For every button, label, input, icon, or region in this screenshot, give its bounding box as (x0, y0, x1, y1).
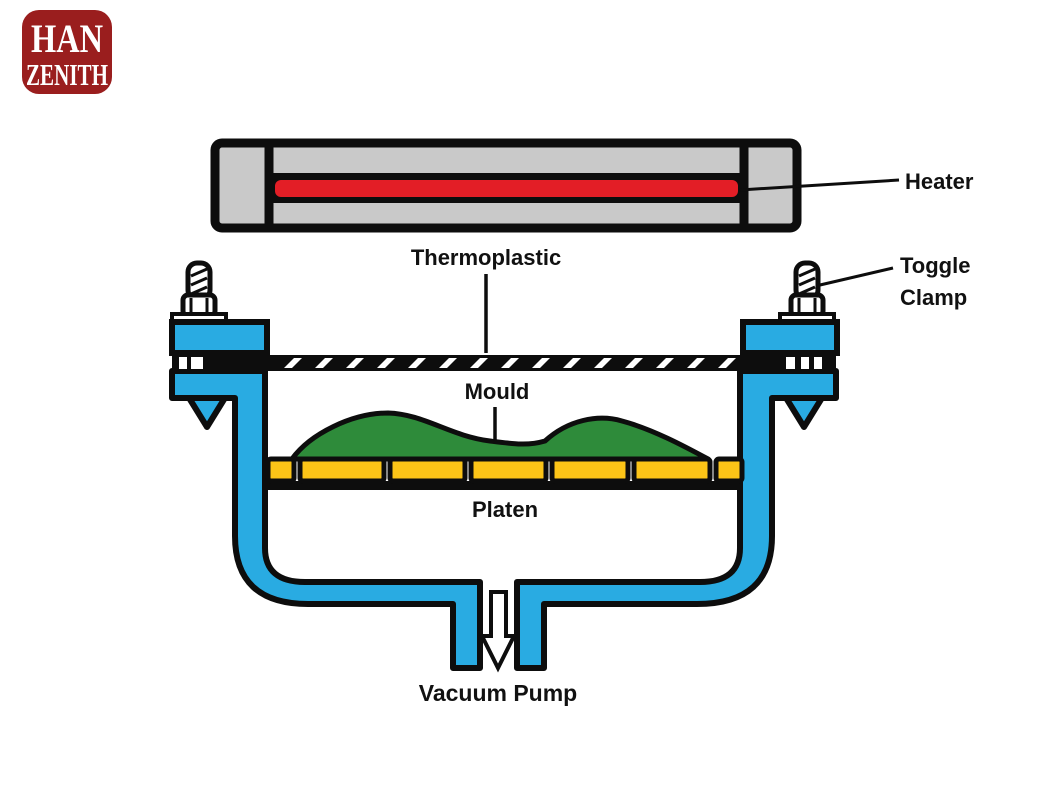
right-clamp-grip-mark (801, 357, 809, 369)
sheet-hatch-marks (278, 356, 736, 370)
right-clamp-top-bar (740, 319, 840, 356)
toggle-clamp-label-line1: Toggle (900, 253, 970, 278)
platen-segment (713, 456, 745, 484)
brand-logo: HAN ZENITH (22, 10, 112, 94)
platen-segment (468, 456, 549, 484)
platen-assembly (265, 456, 745, 490)
vacuum-box-left-half (169, 368, 483, 671)
left-screw-thread-icon (190, 276, 208, 287)
right-screw-thread-icon (798, 267, 816, 278)
vacuum-pump-label: Vacuum Pump (419, 680, 577, 706)
platen-segment (631, 456, 713, 484)
platen-support-line (266, 481, 742, 490)
left-clamp-top-bar (169, 319, 270, 356)
heater-leader-line (739, 178, 900, 192)
left-screw-thread-icon (190, 267, 208, 278)
logo-badge (22, 10, 112, 94)
left-clamp-grip-mark (179, 357, 187, 369)
thermoplastic-callout: Thermoplastic (411, 245, 561, 353)
right-clamp-grip-mark (814, 357, 822, 369)
right-toggle-clamp-hardware (778, 260, 836, 326)
platen-segment (297, 456, 387, 484)
mould-callout: Mould (465, 379, 530, 441)
heater-assembly: Heater (210, 138, 974, 233)
thermoplastic-sheet (172, 355, 836, 371)
right-clamp-grip-mark (786, 357, 795, 369)
vacuum-box-right-half (514, 368, 839, 671)
logo-line2: ZENITH (26, 57, 108, 92)
platen-segment (549, 456, 631, 484)
toggle-clamp-leader-line (819, 266, 894, 287)
mould (289, 410, 711, 462)
vacuum-flow-arrow-icon (478, 590, 518, 673)
platen-label: Platen (472, 497, 538, 522)
heater-label: Heater (905, 169, 974, 194)
platen-segment (265, 456, 297, 484)
left-toggle-clamp-hardware (170, 260, 228, 326)
left-clamp-grip-mark (191, 357, 203, 369)
platen-segment (387, 456, 468, 484)
heater-element (275, 180, 738, 197)
logo-line1: HAN (31, 16, 103, 61)
toggle-clamp-callout: Toggle Clamp (819, 253, 970, 310)
mould-label: Mould (465, 379, 530, 404)
right-screw-thread-icon (798, 276, 816, 287)
toggle-clamp-label-line2: Clamp (900, 285, 967, 310)
thermoplastic-label: Thermoplastic (411, 245, 561, 270)
